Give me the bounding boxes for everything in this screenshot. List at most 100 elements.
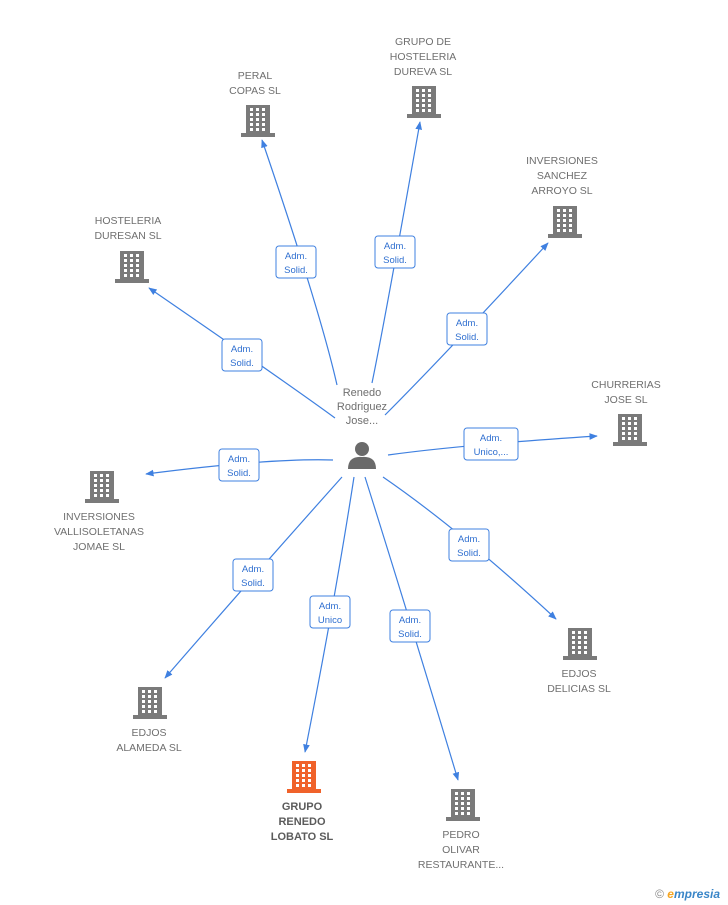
- copyright-symbol: ©: [655, 887, 664, 901]
- building-window: [148, 710, 151, 713]
- brand-logo: empresia: [667, 887, 720, 901]
- building-window: [100, 479, 103, 482]
- building-window: [154, 690, 157, 693]
- building-window: [136, 254, 139, 257]
- building-window: [296, 769, 299, 772]
- building-window: [302, 764, 305, 767]
- building-icon[interactable]: [407, 86, 441, 118]
- role-text: Solid.: [241, 578, 265, 589]
- building-window: [634, 432, 637, 435]
- building-window: [256, 108, 259, 111]
- role-badge-grupo-renedo[interactable]: Adm.Unico: [309, 595, 351, 629]
- building-window: [142, 710, 145, 713]
- building-window: [250, 118, 253, 121]
- building-window: [578, 646, 581, 649]
- role-badge-pedro-olivar[interactable]: Adm.Solid.: [389, 609, 431, 643]
- role-badge-edjos-alameda[interactable]: Adm.Solid.: [232, 558, 274, 592]
- building-icon[interactable]: [613, 414, 647, 446]
- building-icon[interactable]: [446, 789, 480, 821]
- building-window: [628, 417, 631, 420]
- person-icon[interactable]: [348, 442, 376, 469]
- company-node-pedro-olivar[interactable]: PEDROOLIVARRESTAURANTE...: [418, 789, 504, 871]
- building-icon[interactable]: [563, 628, 597, 660]
- building-window: [634, 437, 637, 440]
- company-name: CHURRERIAS: [591, 379, 660, 391]
- building-window: [428, 109, 431, 112]
- role-badge-grupo-hosteleria[interactable]: Adm.Solid.: [374, 235, 416, 269]
- edges-layer: Adm.Solid.Adm.Solid.Adm.Solid.Adm.Solid.…: [145, 121, 598, 781]
- role-text: Unico,...: [474, 447, 509, 458]
- person-name: Renedo: [343, 387, 382, 399]
- building-icon[interactable]: [133, 687, 167, 719]
- building-window: [154, 700, 157, 703]
- building-window: [124, 254, 127, 257]
- role-text: Solid.: [398, 629, 422, 640]
- center-person[interactable]: RenedoRodriguezJose...: [337, 387, 387, 469]
- edge-grupo-hosteleria: [371, 121, 422, 384]
- building-window: [154, 710, 157, 713]
- building-icon[interactable]: [85, 471, 119, 503]
- building-window: [572, 651, 575, 654]
- building-window: [428, 104, 431, 107]
- building-window: [422, 94, 425, 97]
- building-window: [106, 489, 109, 492]
- building-window: [262, 108, 265, 111]
- building-window: [256, 113, 259, 116]
- company-name: PEDRO: [442, 829, 479, 841]
- footer-brand[interactable]: © empresia: [655, 887, 720, 901]
- building-window: [455, 802, 458, 805]
- company-name: SANCHEZ: [537, 170, 588, 182]
- building-window: [634, 422, 637, 425]
- role-badge-peral[interactable]: Adm.Solid.: [275, 245, 317, 279]
- building-window: [569, 209, 572, 212]
- role-text: Adm.: [480, 433, 502, 444]
- building-base: [115, 279, 149, 283]
- building-window: [130, 264, 133, 267]
- role-badge-inversiones-vallisoletanas[interactable]: Adm.Solid.: [218, 448, 260, 482]
- company-name: JOSE SL: [604, 394, 647, 406]
- building-window: [124, 259, 127, 262]
- building-icon[interactable]: [115, 251, 149, 283]
- building-window: [563, 229, 566, 232]
- company-name: INVERSIONES: [526, 155, 598, 167]
- company-name: DURESAN SL: [94, 230, 161, 242]
- building-window: [148, 695, 151, 698]
- building-window: [557, 224, 560, 227]
- company-node-churrerias[interactable]: CHURRERIAS JOSE SL: [591, 379, 661, 446]
- building-window: [130, 269, 133, 272]
- company-name: PERAL: [238, 70, 273, 82]
- building-window: [262, 113, 265, 116]
- building-icon[interactable]: [241, 105, 275, 137]
- role-badge-edjos-delicias[interactable]: Adm.Solid.: [448, 528, 490, 562]
- building-window: [622, 437, 625, 440]
- building-window: [455, 812, 458, 815]
- building-icon[interactable]: [287, 761, 321, 793]
- building-window: [557, 219, 560, 222]
- building-window: [428, 89, 431, 92]
- building-window: [94, 479, 97, 482]
- company-name: JOMAE SL: [73, 541, 125, 553]
- building-icon[interactable]: [548, 206, 582, 238]
- role-badge-hosteleria-duresan[interactable]: Adm.Solid.: [221, 338, 263, 372]
- person-name: Rodriguez: [337, 401, 387, 413]
- role-badge-churrerias[interactable]: Adm. Unico,...: [463, 427, 519, 461]
- building-window: [94, 484, 97, 487]
- building-window: [94, 489, 97, 492]
- role-badge-inversiones-sanchez[interactable]: Adm.Solid.: [446, 312, 488, 346]
- company-name: EDJOS: [561, 668, 596, 680]
- building-window: [296, 774, 299, 777]
- building-base: [446, 817, 480, 821]
- building-window: [569, 219, 572, 222]
- building-window: [622, 432, 625, 435]
- building-base: [133, 715, 167, 719]
- building-window: [130, 259, 133, 262]
- company-name: GRUPO DE: [395, 36, 451, 48]
